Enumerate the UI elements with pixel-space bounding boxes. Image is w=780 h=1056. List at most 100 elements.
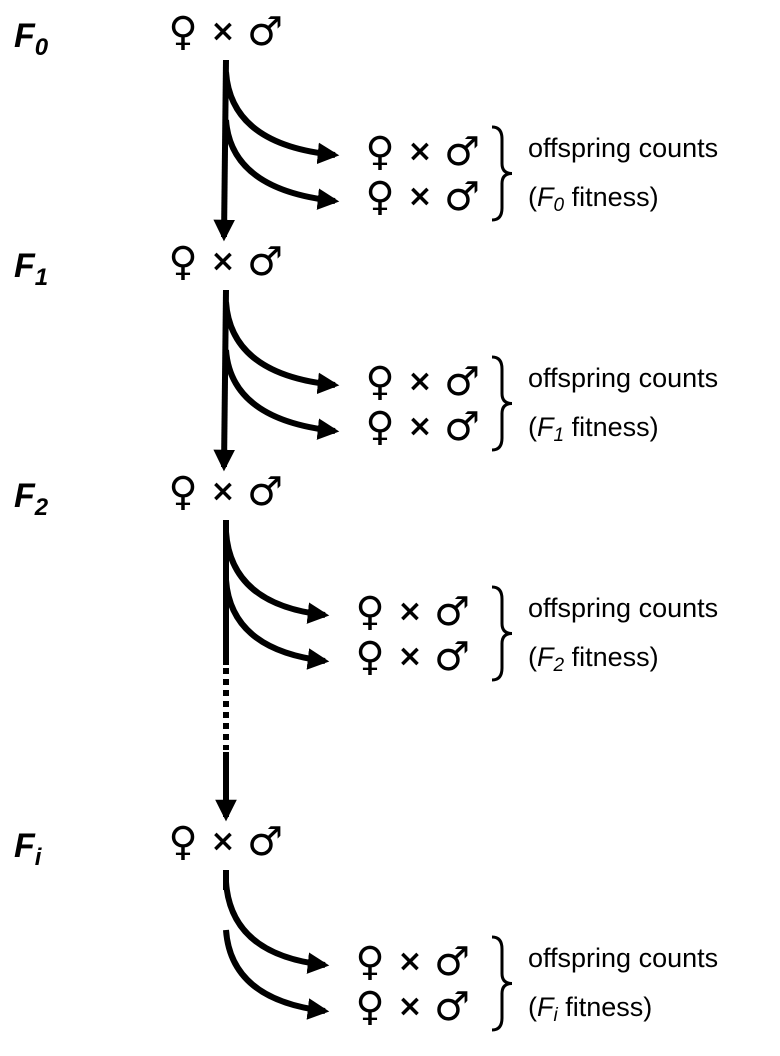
generation-letter: F xyxy=(14,247,36,285)
male-symbol: ♂ xyxy=(247,239,283,285)
offspring-arrow xyxy=(223,881,330,974)
generation-subscript: 0 xyxy=(35,34,49,61)
note-subscript: 0 xyxy=(554,195,565,216)
female-symbol: ♀ xyxy=(355,589,384,635)
note-fitness-text: fitness) xyxy=(564,642,659,672)
female-symbol: ♀ xyxy=(355,939,384,985)
generation-label: F2 xyxy=(14,477,49,521)
note-fitness-text: fitness) xyxy=(564,412,659,442)
note-fitness: (F0 fitness) xyxy=(528,182,659,216)
cross-symbol: × xyxy=(210,14,235,49)
generation-arrow xyxy=(213,59,235,242)
offspring-cross-3-a: ♀ × ♂ xyxy=(355,939,470,985)
note-subscript: 2 xyxy=(553,655,565,676)
offspring-cross-0-a: ♀ × ♂ xyxy=(365,129,480,175)
cross-symbol: × xyxy=(397,594,422,629)
generation-arrow xyxy=(213,289,235,472)
note-subscript: i xyxy=(554,1005,559,1026)
generation-label: Fi xyxy=(14,827,43,871)
female-symbol: ♀ xyxy=(168,239,197,285)
female-symbol: ♀ xyxy=(365,129,394,175)
cross-symbol: × xyxy=(407,364,432,399)
offspring-cross-0-b: ♀ × ♂ xyxy=(365,174,480,220)
offspring-arrow xyxy=(223,531,330,624)
cross-symbol: × xyxy=(407,179,432,214)
note-letter: F xyxy=(537,182,555,212)
female-symbol: ♀ xyxy=(365,174,394,220)
note-fitness: (F1 fitness) xyxy=(528,412,659,446)
offspring-arrow xyxy=(223,349,340,440)
female-symbol: ♀ xyxy=(168,9,197,55)
offspring-arrow xyxy=(223,301,340,395)
male-symbol: ♂ xyxy=(434,939,470,985)
parent-cross-3: ♀ × ♂ xyxy=(168,819,283,865)
note-counts: offspring counts xyxy=(528,363,718,393)
cross-symbol: × xyxy=(210,474,235,509)
generation-letter: F xyxy=(14,17,36,55)
female-symbol: ♀ xyxy=(168,469,197,515)
female-symbol: ♀ xyxy=(355,634,384,680)
cross-symbol: × xyxy=(210,244,235,279)
note-counts: offspring counts xyxy=(528,133,718,163)
offspring-cross-3-b: ♀ × ♂ xyxy=(355,984,470,1030)
male-symbol: ♂ xyxy=(434,984,470,1030)
male-symbol: ♂ xyxy=(434,634,470,680)
offspring-arrow xyxy=(223,71,340,165)
cross-symbol: × xyxy=(397,944,422,979)
note-counts: offspring counts xyxy=(528,943,718,973)
male-symbol: ♂ xyxy=(444,174,480,220)
offspring-cross-2-a: ♀ × ♂ xyxy=(355,589,470,635)
note-counts: offspring counts xyxy=(528,593,718,623)
note-letter: F xyxy=(537,412,555,442)
note-letter: F xyxy=(537,992,555,1022)
male-symbol: ♂ xyxy=(247,9,283,55)
offspring-cross-1-b: ♀ × ♂ xyxy=(365,404,480,450)
generation-letter: F xyxy=(14,827,36,865)
note-fitness-text: fitness) xyxy=(558,992,653,1022)
cross-symbol: × xyxy=(407,409,432,444)
offspring-arrow xyxy=(223,119,340,210)
male-symbol: ♂ xyxy=(247,819,283,865)
note-letter: F xyxy=(537,642,555,672)
note-subscript: 1 xyxy=(554,425,565,446)
male-symbol: ♂ xyxy=(444,404,480,450)
cross-symbol: × xyxy=(397,639,422,674)
parent-cross-2: ♀ × ♂ xyxy=(168,469,283,515)
note-fitness-text: fitness) xyxy=(564,182,659,212)
male-symbol: ♂ xyxy=(247,469,283,515)
offspring-brace xyxy=(491,355,513,452)
note-fitness: (F2 fitness) xyxy=(528,642,659,676)
generation-Fi: Fi♀×♂♀×♂♀×♂offspring counts(Fi fitness) xyxy=(14,819,718,1032)
female-symbol: ♀ xyxy=(365,404,394,450)
offspring-cross-1-a: ♀ × ♂ xyxy=(365,359,480,405)
note-paren: ( xyxy=(528,992,537,1022)
offspring-brace xyxy=(491,935,513,1032)
note-paren: ( xyxy=(528,412,537,442)
note-paren: ( xyxy=(528,642,537,672)
male-symbol: ♂ xyxy=(444,359,480,405)
generation-subscript: 1 xyxy=(35,264,48,291)
offspring-cross-2-b: ♀ × ♂ xyxy=(355,634,470,680)
generation-F2: F2♀×♂♀×♂♀×♂offspring counts(F2 fitness) xyxy=(14,469,718,822)
generation-label: F1 xyxy=(14,247,48,291)
offspring-brace xyxy=(491,125,513,222)
cross-symbol: × xyxy=(397,989,422,1024)
parent-cross-1: ♀ × ♂ xyxy=(168,239,283,285)
male-symbol: ♂ xyxy=(444,129,480,175)
parent-cross-0: ♀ × ♂ xyxy=(168,9,283,55)
female-symbol: ♀ xyxy=(168,819,197,865)
offspring-brace xyxy=(491,585,513,682)
generation-F0: F0♀×♂♀×♂♀×♂offspring counts(F0 fitness) xyxy=(14,9,718,242)
female-symbol: ♀ xyxy=(365,359,394,405)
offspring-arrow xyxy=(223,579,330,670)
generation-label: F0 xyxy=(14,17,49,61)
generation-F1: F1♀×♂♀×♂♀×♂offspring counts(F1 fitness) xyxy=(14,239,718,472)
generation-subscript: i xyxy=(35,844,43,871)
note-paren: ( xyxy=(528,182,537,212)
note-fitness: (Fi fitness) xyxy=(528,992,652,1026)
female-symbol: ♀ xyxy=(355,984,384,1030)
cross-symbol: × xyxy=(210,824,235,859)
male-symbol: ♂ xyxy=(434,589,470,635)
cross-symbol: × xyxy=(407,134,432,169)
